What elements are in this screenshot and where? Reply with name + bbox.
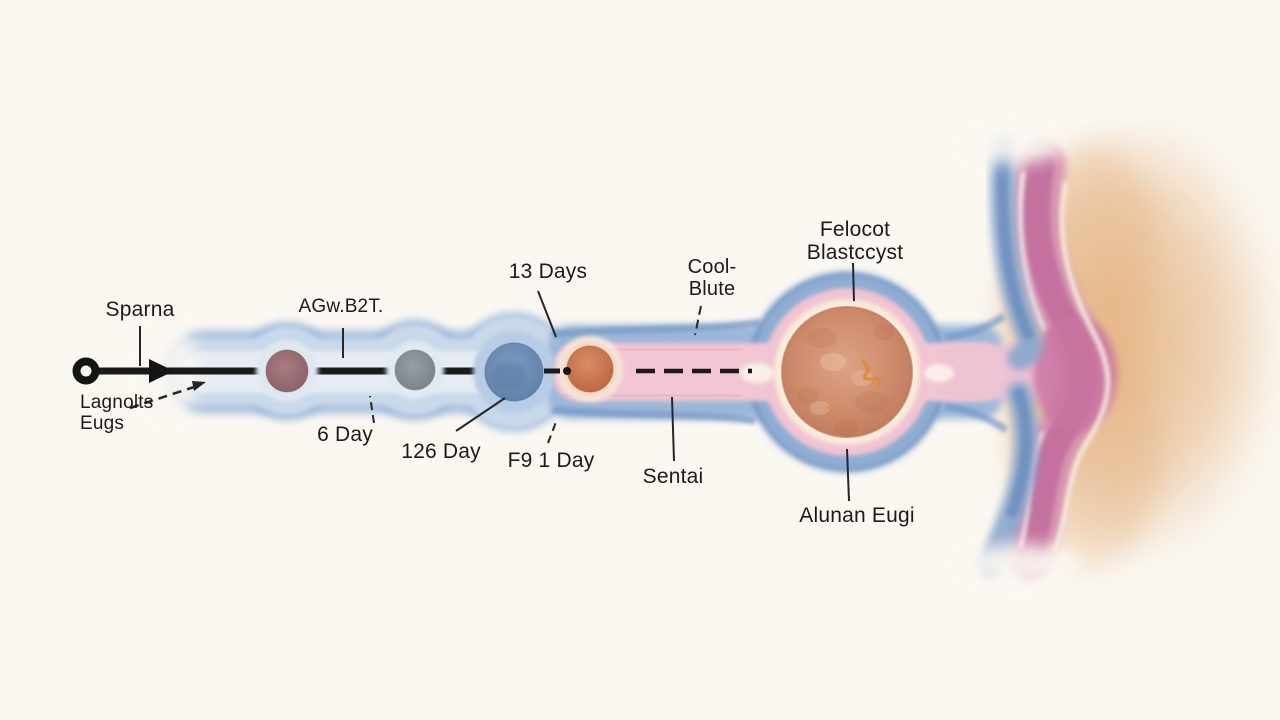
- label-cool-blute-line1: Cool-: [687, 256, 737, 278]
- label-day-6: 6 Day: [317, 423, 373, 446]
- timeline-dashes: [544, 367, 752, 375]
- pointer-cool-blute: [694, 305, 702, 336]
- pointer-day-126: [455, 397, 506, 432]
- label-blastocyst: Felocot Blastccyst: [806, 218, 904, 264]
- label-blastocyst-line2: Blastccyst: [806, 240, 904, 264]
- label-egg: Lagnolts Eugs: [80, 392, 154, 434]
- pointer-day-6: [369, 395, 375, 424]
- label-day-91: F9 1 Day: [507, 449, 595, 472]
- early-blastocyst-cell: [566, 345, 614, 393]
- blastocyst: [740, 288, 954, 456]
- label-cool-blute-line2: Blute: [688, 277, 736, 300]
- uterine-wall: [956, 128, 1117, 584]
- pointer-egg: [129, 385, 195, 410]
- label-sperm: Sparna: [105, 298, 175, 321]
- label-egg-line1: Lagnolts: [80, 392, 154, 413]
- sperm-start-circle-icon: [72, 357, 100, 385]
- label-day-126: 126 Day: [401, 440, 481, 463]
- pointer-sentai: [671, 396, 675, 462]
- label-day-13: 13 Days: [508, 260, 588, 283]
- pointer-lines: [129, 262, 855, 502]
- inner-cell-mass-mark: [860, 358, 882, 388]
- pointer-day-91: [547, 421, 557, 444]
- cleavage-cells: [256, 331, 623, 413]
- pointer-egg-arrowhead-icon: [192, 381, 206, 391]
- label-fertilization: AGw.B2T.: [298, 296, 384, 317]
- label-egg-line2: Eugs: [80, 412, 125, 434]
- label-alunan-egg: Alunan Eugi: [799, 504, 915, 527]
- zygote-cell: [265, 349, 309, 393]
- label-blastocyst-line1: Felocot: [819, 218, 891, 241]
- arrowhead-icon: [149, 359, 174, 383]
- pointer-alunan-egg: [846, 448, 850, 502]
- label-cool-blute: Cool- Blute: [687, 256, 737, 300]
- pointer-day-13: [537, 290, 557, 338]
- label-sentai: Sentai: [642, 465, 704, 488]
- pointer-blastocyst: [852, 262, 855, 302]
- two-cell-stage: [394, 349, 436, 391]
